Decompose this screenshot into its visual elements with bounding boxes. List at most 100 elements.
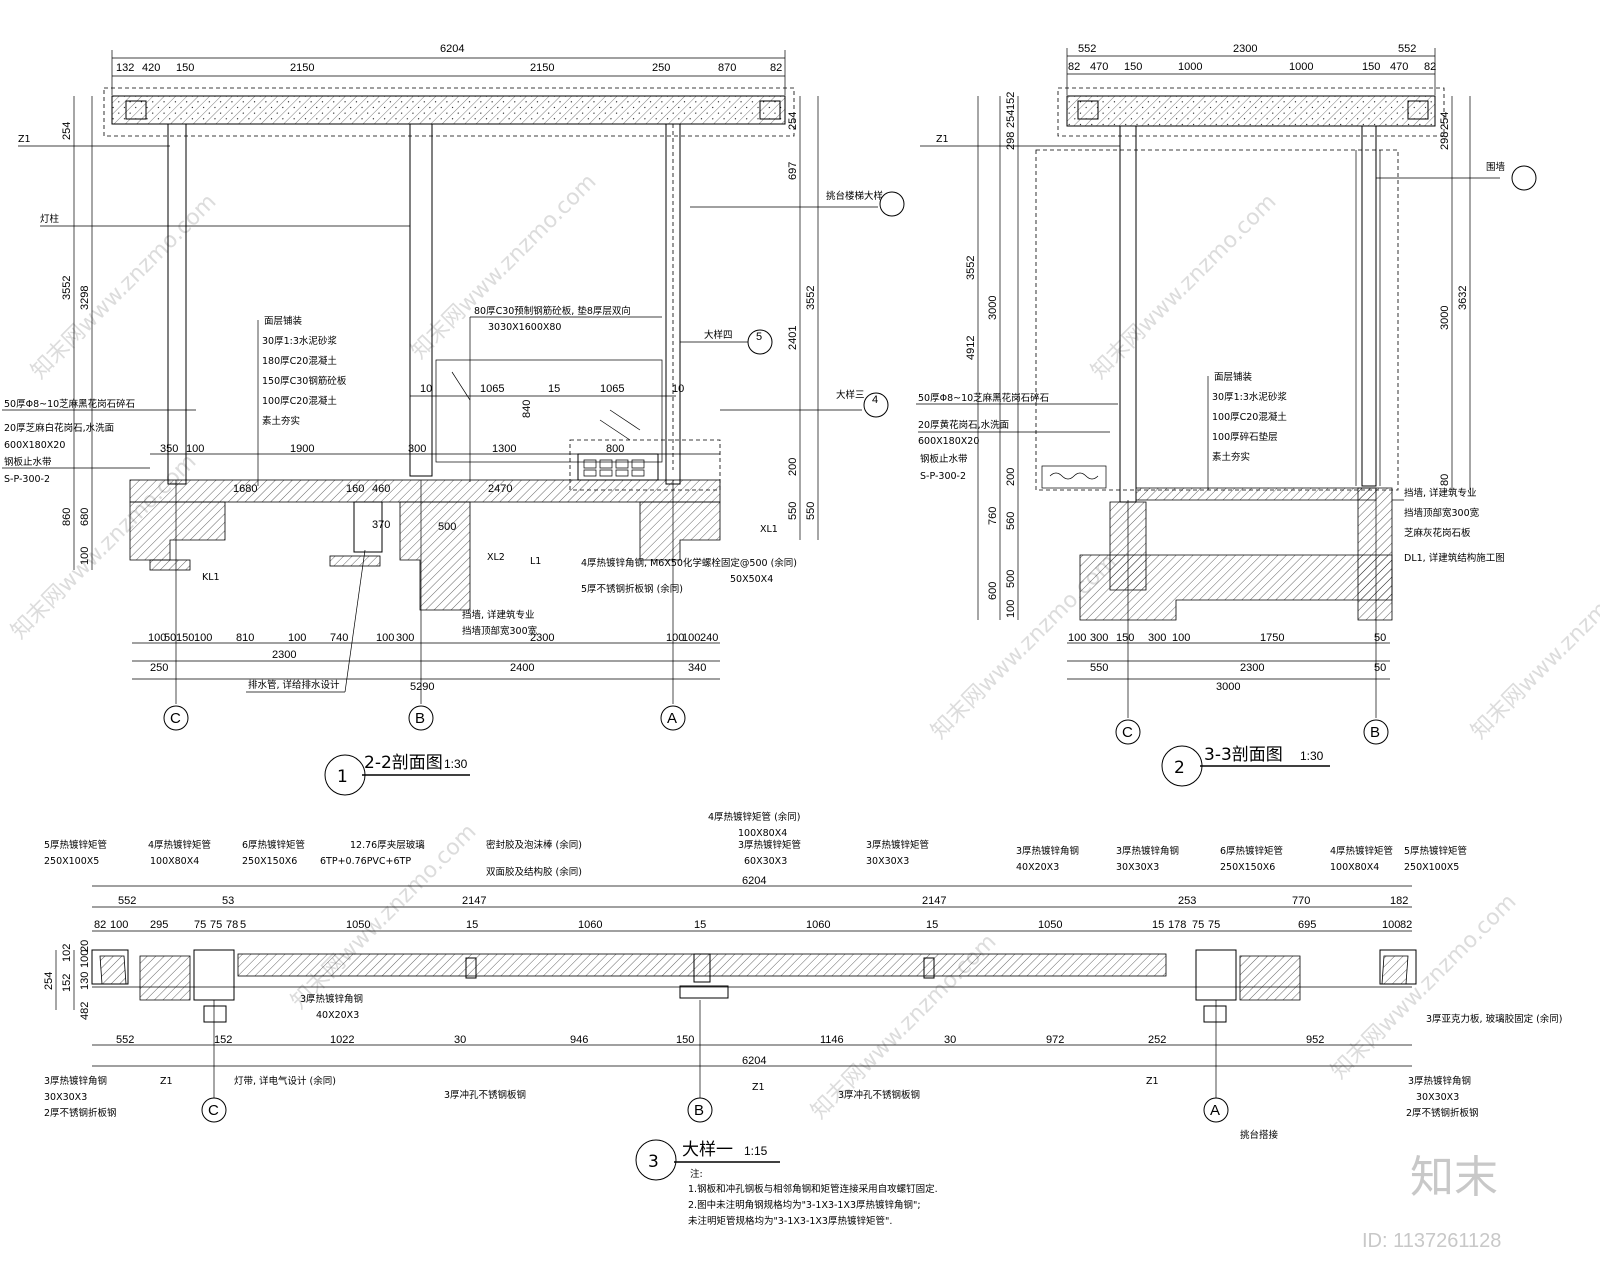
svg-text:50厚Φ8~10芝麻黑花岗石碎石: 50厚Φ8~10芝麻黑花岗石碎石 bbox=[918, 392, 1049, 404]
svg-text:150: 150 bbox=[176, 62, 194, 74]
svg-text:250X100X5: 250X100X5 bbox=[1404, 862, 1459, 873]
svg-text:Z1: Z1 bbox=[752, 1082, 765, 1093]
svg-text:双面胶及结构胶 (余同): 双面胶及结构胶 (余同) bbox=[486, 866, 582, 878]
svg-text:860: 860 bbox=[61, 508, 73, 526]
svg-text:550: 550 bbox=[805, 502, 817, 520]
svg-text:50: 50 bbox=[164, 632, 176, 644]
svg-text:182: 182 bbox=[1390, 895, 1408, 907]
svg-text:挡墙顶部宽300宽: 挡墙顶部宽300宽 bbox=[462, 625, 538, 637]
svg-text:10: 10 bbox=[672, 383, 684, 395]
section-2-2: 6204 132 420 150 2150 2150 250 870 82 bbox=[2, 43, 905, 796]
top-dim-chain: 82 470 150 1000 1000 150 470 82 bbox=[1068, 61, 1436, 73]
svg-text:370: 370 bbox=[372, 519, 390, 531]
svg-text:100: 100 bbox=[1068, 632, 1086, 644]
svg-text:1900: 1900 bbox=[290, 443, 314, 455]
svg-text:132: 132 bbox=[116, 62, 134, 74]
svg-text:挡墙, 详建筑专业: 挡墙, 详建筑专业 bbox=[1404, 487, 1477, 499]
svg-text:挡墙, 详建筑专业: 挡墙, 详建筑专业 bbox=[462, 609, 535, 621]
svg-text:大样三: 大样三 bbox=[836, 389, 865, 401]
column-c bbox=[167, 123, 187, 485]
svg-text:60X30X3: 60X30X3 bbox=[744, 856, 787, 867]
svg-text:240: 240 bbox=[700, 632, 718, 644]
svg-text:600X180X20: 600X180X20 bbox=[4, 440, 65, 451]
svg-text:5: 5 bbox=[756, 331, 762, 343]
svg-text:灯带, 详电气设计 (余同): 灯带, 详电气设计 (余同) bbox=[234, 1075, 336, 1087]
svg-text:100: 100 bbox=[79, 547, 91, 565]
svg-text:2470: 2470 bbox=[488, 483, 512, 495]
svg-text:100: 100 bbox=[186, 443, 204, 455]
svg-text:DL1, 详建筑结构施工图: DL1, 详建筑结构施工图 bbox=[1404, 552, 1505, 564]
svg-text:2147: 2147 bbox=[462, 895, 486, 907]
svg-text:80厚C30预制钢筋砼板, 垫8厚层双向: 80厚C30预制钢筋砼板, 垫8厚层双向 bbox=[474, 305, 631, 317]
svg-text:946: 946 bbox=[570, 1034, 588, 1046]
svg-text:100: 100 bbox=[376, 632, 394, 644]
grid-label: C bbox=[170, 710, 181, 727]
svg-text:3厚热镀锌角钢: 3厚热镀锌角钢 bbox=[1116, 845, 1179, 857]
svg-text:295: 295 bbox=[150, 919, 168, 931]
svg-text:Z1: Z1 bbox=[160, 1076, 173, 1087]
svg-text:100: 100 bbox=[194, 632, 212, 644]
svg-text:2147: 2147 bbox=[922, 895, 946, 907]
svg-text:5厚热镀锌矩管: 5厚热镀锌矩管 bbox=[44, 839, 107, 851]
svg-text:排水管, 详给排水设计: 排水管, 详给排水设计 bbox=[248, 679, 340, 691]
svg-text:素土夯实: 素土夯实 bbox=[262, 415, 300, 427]
svg-text:75: 75 bbox=[1192, 919, 1204, 931]
svg-text:注:: 注: bbox=[690, 1168, 703, 1180]
footing bbox=[1079, 554, 1393, 621]
svg-text:2300: 2300 bbox=[272, 649, 296, 661]
svg-text:150: 150 bbox=[676, 1034, 694, 1046]
svg-text:4厚热镀锌矩管: 4厚热镀锌矩管 bbox=[1330, 845, 1393, 857]
svg-text:2300: 2300 bbox=[1240, 662, 1264, 674]
svg-text:550: 550 bbox=[787, 502, 799, 520]
svg-text:3552: 3552 bbox=[805, 286, 817, 310]
svg-text:78: 78 bbox=[226, 919, 238, 931]
watermark-layer: 知末网www.znzmo.com 知末网www.znzmo.com 知末网www… bbox=[7, 169, 1600, 1124]
svg-text:钢板止水带: 钢板止水带 bbox=[4, 456, 52, 468]
watermark-text: 知末网www.znzmo.com bbox=[1467, 549, 1600, 744]
svg-text:KL1: KL1 bbox=[202, 572, 220, 583]
grid-label: B bbox=[1370, 724, 1380, 741]
svg-text:6厚热镀锌矩管: 6厚热镀锌矩管 bbox=[1220, 845, 1283, 857]
roof-beam bbox=[1066, 95, 1436, 127]
svg-text:152: 152 bbox=[61, 974, 73, 992]
svg-text:3厚热镀锌角钢: 3厚热镀锌角钢 bbox=[1408, 1075, 1471, 1087]
svg-text:840: 840 bbox=[521, 400, 533, 418]
svg-text:82: 82 bbox=[1400, 919, 1412, 931]
svg-text:1060: 1060 bbox=[806, 919, 830, 931]
detail-row1: 552 53 2147 2147 253 770 182 bbox=[118, 895, 1408, 907]
svg-text:152: 152 bbox=[214, 1034, 232, 1046]
svg-text:XL1: XL1 bbox=[760, 524, 778, 535]
svg-text:50: 50 bbox=[1374, 632, 1386, 644]
column-a bbox=[665, 123, 681, 485]
svg-text:面层铺装: 面层铺装 bbox=[264, 315, 303, 327]
svg-text:100: 100 bbox=[110, 919, 128, 931]
grid-label: A bbox=[667, 710, 677, 727]
svg-text:200: 200 bbox=[787, 458, 799, 476]
svg-text:150: 150 bbox=[1116, 632, 1134, 644]
svg-text:100: 100 bbox=[288, 632, 306, 644]
svg-text:250X150X6: 250X150X6 bbox=[242, 856, 297, 867]
layers-note: 面层铺装 30厚1:3水泥砂浆 100厚C20混凝土 100厚碎石垫层 素土夯实 bbox=[1207, 371, 1287, 490]
svg-text:82: 82 bbox=[94, 919, 106, 931]
svg-text:2厚不锈钢折板钢: 2厚不锈钢折板钢 bbox=[1406, 1107, 1479, 1119]
svg-text:1050: 1050 bbox=[1038, 919, 1062, 931]
floor-slab bbox=[129, 479, 721, 503]
grid-label: C bbox=[1122, 724, 1133, 741]
svg-text:未注明矩管规格均为"3-1X3-1X3厚热镀锌矩管".: 未注明矩管规格均为"3-1X3-1X3厚热镀锌矩管". bbox=[688, 1215, 892, 1227]
svg-text:150: 150 bbox=[1362, 61, 1380, 73]
svg-text:30X30X3: 30X30X3 bbox=[44, 1092, 87, 1103]
drain-pit bbox=[353, 501, 383, 553]
svg-text:250: 250 bbox=[150, 662, 168, 674]
foundation-mid bbox=[399, 501, 471, 611]
svg-text:4厚热镀锌矩管: 4厚热镀锌矩管 bbox=[148, 839, 211, 851]
svg-text:1060: 1060 bbox=[578, 919, 602, 931]
svg-text:100: 100 bbox=[148, 632, 166, 644]
svg-text:30: 30 bbox=[944, 1034, 956, 1046]
svg-text:53: 53 bbox=[222, 895, 234, 907]
svg-text:S-P-300-2: S-P-300-2 bbox=[4, 474, 50, 485]
svg-text:253: 253 bbox=[1178, 895, 1196, 907]
footing-right bbox=[639, 501, 721, 561]
bottom-dim-row1: 100 50 150 100 810 100 740 100 300 2300 … bbox=[148, 632, 718, 644]
svg-text:100: 100 bbox=[1005, 600, 1017, 618]
grid-label: C bbox=[208, 1102, 219, 1119]
